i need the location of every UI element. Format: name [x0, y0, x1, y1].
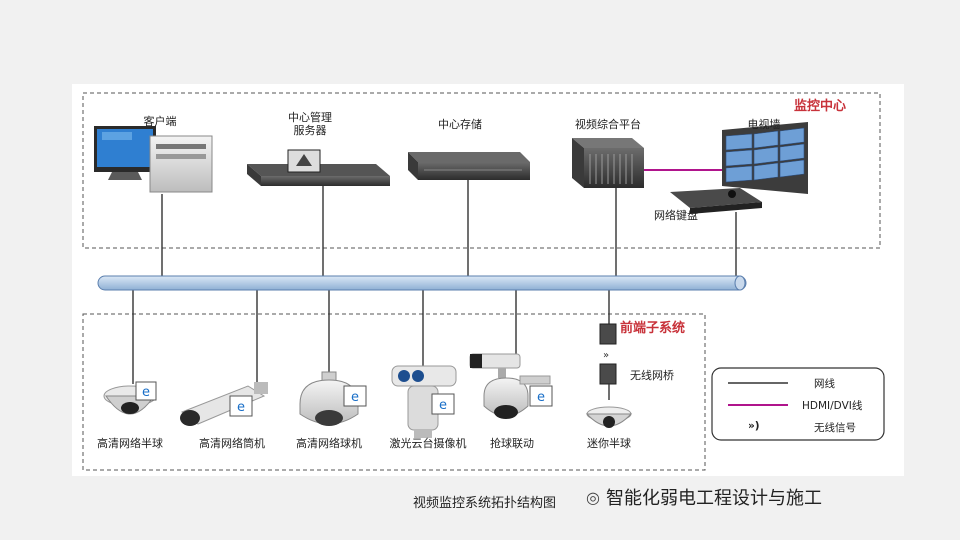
management-server-icon	[247, 149, 390, 186]
wechat-icon: ◎	[586, 488, 600, 507]
svg-text:e: e	[537, 390, 545, 405]
monitoring-center-title: 监控中心	[794, 99, 847, 114]
brand-text: 智能化弱电工程设计与施工	[606, 488, 822, 509]
legend-hdmi-label: HDMI/DVI线	[802, 400, 863, 412]
mgmt-server-label-2: 服务器	[293, 124, 327, 137]
mini-dome-label: 迷你半球	[587, 437, 631, 450]
svg-text:e: e	[439, 398, 447, 413]
svg-text:e: e	[237, 400, 245, 415]
bullet-label: 高清网络筒机	[199, 437, 265, 450]
storage-icon	[408, 152, 530, 180]
laser-ptz-camera-icon: e	[391, 365, 457, 438]
legend-wireless-label: 无线信号	[814, 422, 856, 434]
topology-svg: e e e e e »	[82, 92, 885, 471]
wireless-signal-icon: »	[603, 350, 609, 361]
linkage-label: 抢球联动	[490, 437, 534, 450]
legend-box	[711, 367, 885, 441]
laser-ptz-label: 激光云台摄像机	[389, 437, 467, 450]
keyboard-label: 网络键盘	[654, 209, 698, 222]
mini-dome-camera-icon	[585, 406, 633, 428]
video-platform-icon	[572, 138, 644, 188]
storage-label: 中心存储	[438, 118, 482, 131]
client-pc-icon	[94, 126, 213, 193]
front-end-box	[82, 313, 706, 471]
bridge-label: 无线网桥	[630, 369, 674, 382]
diagram-canvas: e e e e e »	[72, 84, 904, 476]
hd-speed-dome-icon: e	[299, 371, 367, 426]
diagram-caption: 视频监控系统拓扑结构图	[413, 496, 557, 511]
linkage-camera-icon: e	[469, 353, 553, 419]
dome-label: 高清网络半球	[97, 437, 163, 450]
network-bus	[97, 275, 747, 291]
legend-network-label: 网线	[814, 378, 835, 390]
client-label: 客户端	[143, 115, 177, 128]
svg-text:e: e	[142, 385, 150, 400]
tv-wall-icon	[722, 122, 808, 194]
svg-text:e: e	[351, 390, 359, 405]
front-end-title: 前端子系统	[620, 321, 686, 336]
tv-wall-label: 电视墙	[747, 118, 781, 131]
hd-dome-camera-icon: e	[103, 381, 157, 415]
platform-label: 视频综合平台	[575, 118, 641, 131]
network-cables-bottom	[132, 290, 610, 384]
hd-bullet-camera-icon: e	[180, 382, 268, 426]
speed-dome-label: 高清网络球机	[296, 437, 362, 450]
mgmt-server-label-1: 中心管理	[288, 111, 332, 124]
network-cables-top	[161, 180, 737, 276]
network-keyboard-icon	[670, 188, 762, 214]
wireless-bridge-icon	[599, 323, 617, 400]
legend-wireless-icon: »)	[748, 420, 760, 432]
